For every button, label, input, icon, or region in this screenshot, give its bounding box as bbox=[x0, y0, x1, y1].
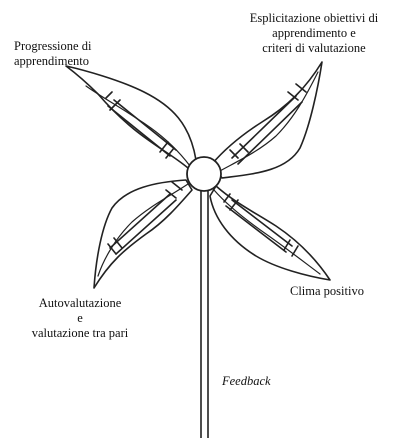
label-feedback: Feedback bbox=[222, 374, 271, 389]
label-line: Clima positivo bbox=[290, 284, 364, 299]
label-line: valutazione tra pari bbox=[6, 326, 154, 341]
label-progressione: Progressione di apprendimento bbox=[14, 39, 91, 69]
blade-bottom-right bbox=[210, 186, 330, 280]
pinwheel-hub bbox=[187, 157, 221, 191]
label-line: e bbox=[6, 311, 154, 326]
label-line: apprendimento e bbox=[236, 26, 392, 41]
label-line: Progressione di bbox=[14, 39, 91, 54]
label-line: Esplicitazione obiettivi di bbox=[236, 11, 392, 26]
label-autovalutazione: Autovalutazione e valutazione tra pari bbox=[6, 296, 154, 341]
label-line: criteri di valutazione bbox=[236, 41, 392, 56]
label-clima-positivo: Clima positivo bbox=[290, 284, 364, 299]
blade-top-left bbox=[66, 66, 196, 168]
blade-top-right bbox=[212, 62, 322, 178]
label-line: Autovalutazione bbox=[6, 296, 154, 311]
label-obiettivi-criteri: Esplicitazione obiettivi di apprendiment… bbox=[236, 11, 392, 56]
blade-bottom-left bbox=[94, 180, 192, 288]
pinwheel-stick bbox=[201, 188, 208, 438]
label-line: apprendimento bbox=[14, 54, 91, 69]
